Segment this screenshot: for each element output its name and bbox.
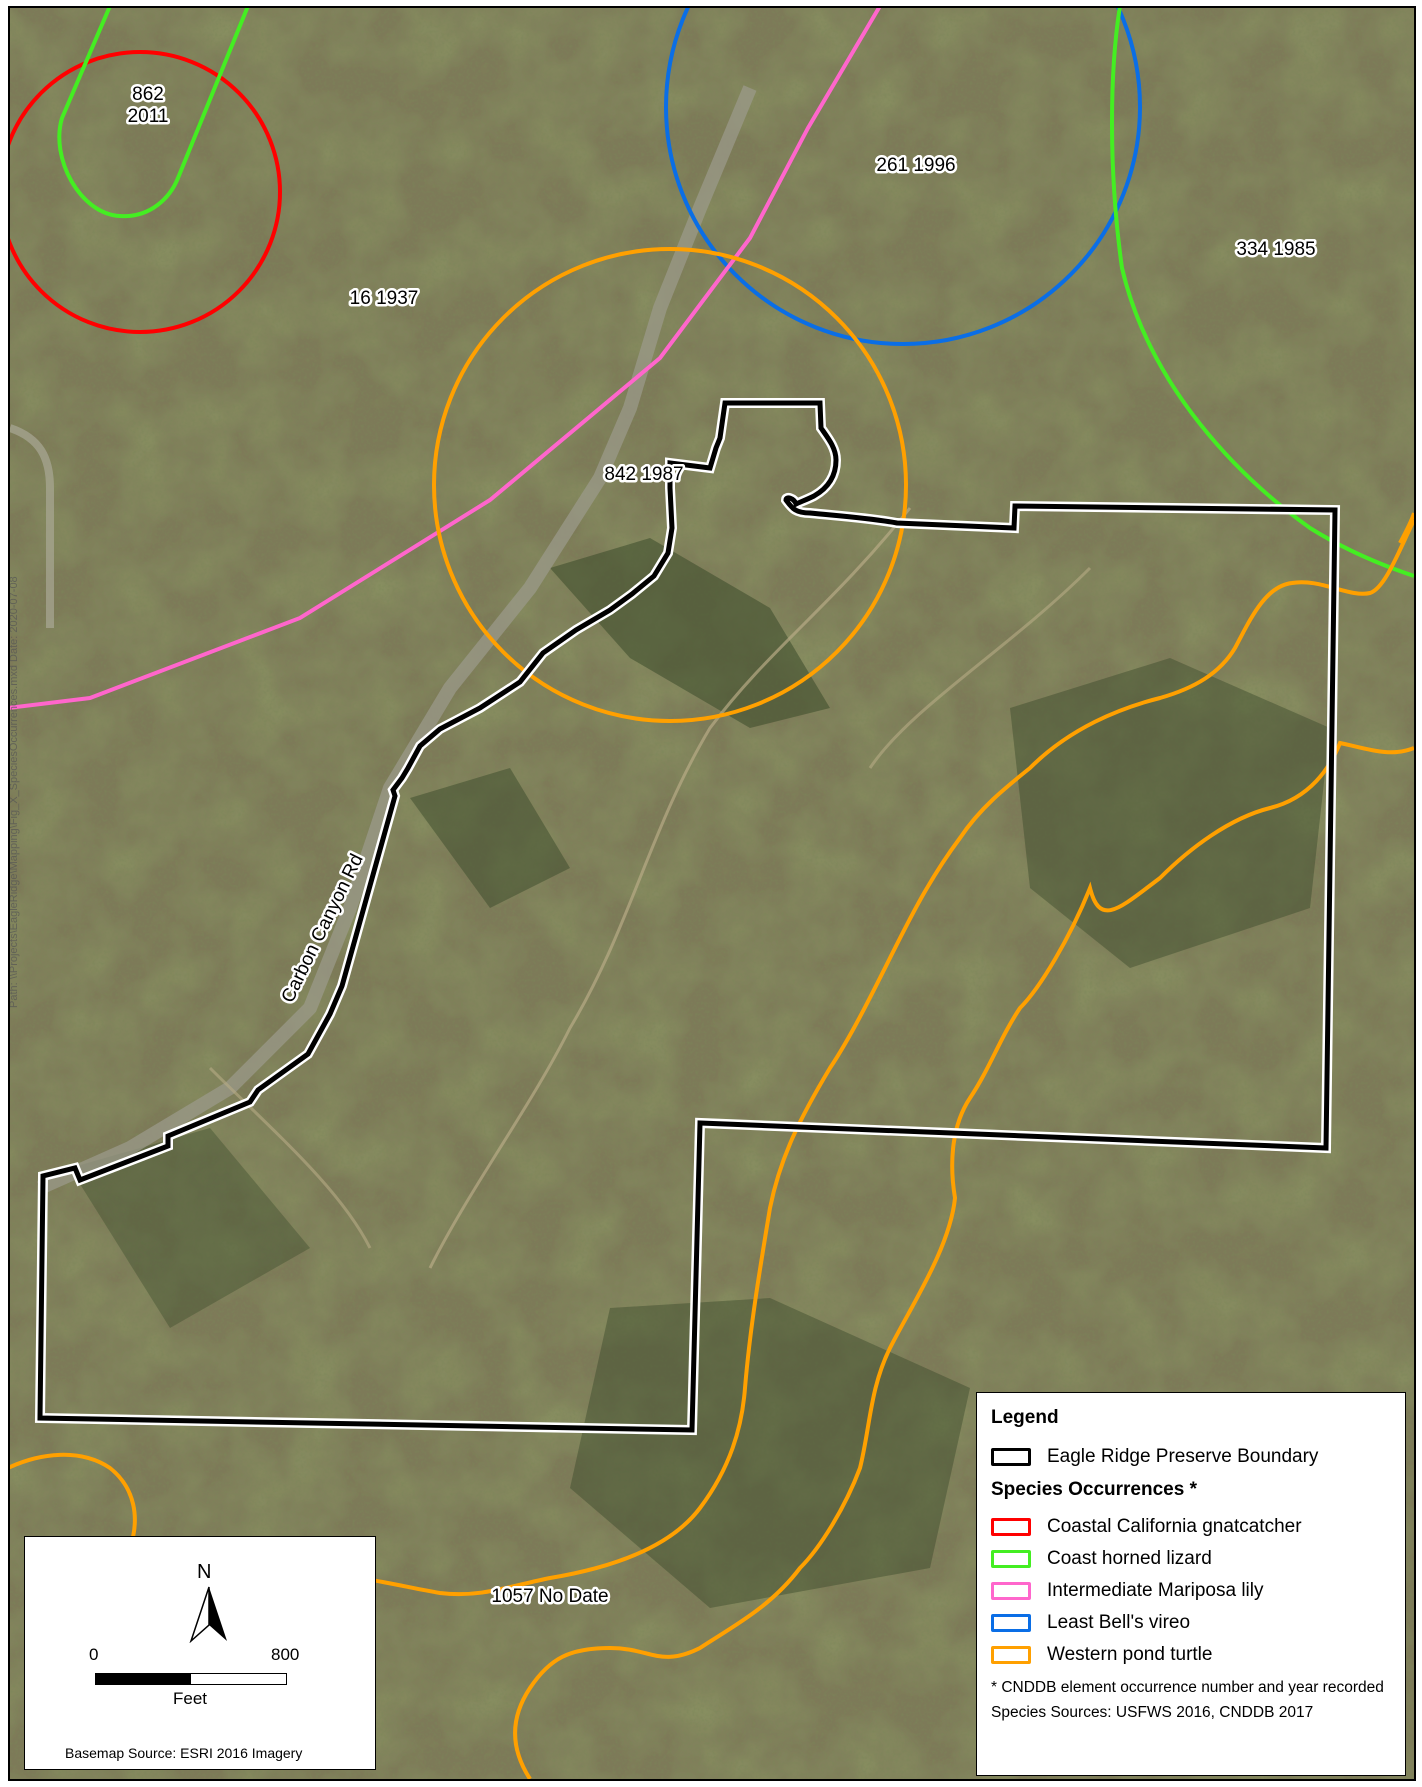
legend-swatch-turtle [991,1646,1031,1664]
ridge-shadow-1 [550,538,830,728]
scale-tick-start: 0 [89,1645,99,1664]
legend-species-heading: Species Occurrences * [991,1479,1197,1500]
label-842-1987: 842 1987 [604,464,683,485]
gnatcatcher-occurrence-862[interactable] [10,50,282,334]
legend-row-turtle: Western pond turtle [991,1639,1405,1671]
legend-label-boundary: Eagle Ridge Preserve Boundary [1047,1446,1319,1467]
legend-label-turtle: Western pond turtle [1047,1644,1213,1665]
legend-swatch-boundary [991,1448,1031,1466]
lizard-occurrence-862[interactable] [57,8,250,219]
basemap-source: Basemap Source: ESRI 2016 Imagery [65,1745,303,1761]
label-862-line1: 862 [132,84,164,105]
trail-3 [208,1066,372,1249]
north-label: N [197,1561,212,1583]
lily-occurrence[interactable] [10,8,882,710]
legend-note: * CNDDB element occurrence number and ye… [991,1679,1384,1696]
scale-bar-white-segment [191,1674,286,1684]
legend-label-lizard: Coast horned lizard [1047,1548,1212,1569]
legend-title: Legend [991,1407,1059,1428]
label-334-1985: 334 1985 [1236,239,1315,260]
scale-box: N 0 800 Feet Basemap Source: ESRI 2016 I… [24,1536,376,1770]
legend-swatch-lizard [991,1550,1031,1568]
legend-label-vireo: Least Bell's vireo [1047,1612,1191,1633]
turtle-occurrence-sw[interactable] [10,1452,137,1549]
boundary-line [37,400,1338,1433]
ridge-shadow-5 [70,1128,310,1328]
legend-row-boundary: Eagle Ridge Preserve Boundary [991,1441,1405,1473]
turtle-occurrence-ne-edge [1398,512,1414,544]
ridge-shadow-2 [410,768,570,908]
label-1057-no-date: 1057 No Date [491,1586,608,1607]
scale-tick-end: 800 [271,1645,300,1664]
ridge-shadow-4 [570,1298,970,1608]
legend-swatch-gnatcatcher [991,1518,1031,1536]
label-16-1937: 16 1937 [350,288,419,309]
legend-sources: Species Sources: USFWS 2016, CNDDB 2017 [991,1704,1314,1721]
scale-bar [95,1673,287,1685]
legend: Legend Eagle Ridge Preserve Boundary Spe… [976,1392,1406,1776]
scale-unit: Feet [173,1689,208,1708]
occurrence-polygons [10,8,1414,1779]
legend-row-gnatcatcher: Coastal California gnatcatcher [991,1511,1405,1543]
map-path-stamp: Path: \\Projects\EagleRidge\Mapping\Fig_… [8,576,20,1008]
vireo-occurrence-261[interactable] [664,8,1142,346]
trail-2 [868,566,1092,769]
legend-row-lily: Intermediate Mariposa lily [991,1575,1405,1607]
turtle-occurrence-1057-east[interactable] [513,740,1414,1779]
scale-bar-black-segment [96,1674,191,1684]
legend-label-gnatcatcher: Coastal California gnatcatcher [1047,1516,1302,1537]
legend-row-lizard: Coast horned lizard [991,1543,1405,1575]
label-261-1996: 261 1996 [876,155,955,176]
residential-road [10,424,54,628]
trail-1 [428,507,912,1269]
turtle-occurrence-1057-west[interactable] [268,519,1414,1600]
legend-swatch-lily [991,1582,1031,1600]
legend-label-lily: Intermediate Mariposa lily [1047,1580,1264,1601]
preserve-boundary[interactable] [34,398,1341,1436]
north-arrow-icon [189,1586,227,1643]
lizard-occurrence-334[interactable] [1110,8,1414,578]
label-862-line2: 2011 [128,106,169,127]
legend-swatch-vireo [991,1614,1031,1632]
legend-row-vireo: Least Bell's vireo [991,1607,1405,1639]
turtle-occurrence-842[interactable] [432,247,908,723]
